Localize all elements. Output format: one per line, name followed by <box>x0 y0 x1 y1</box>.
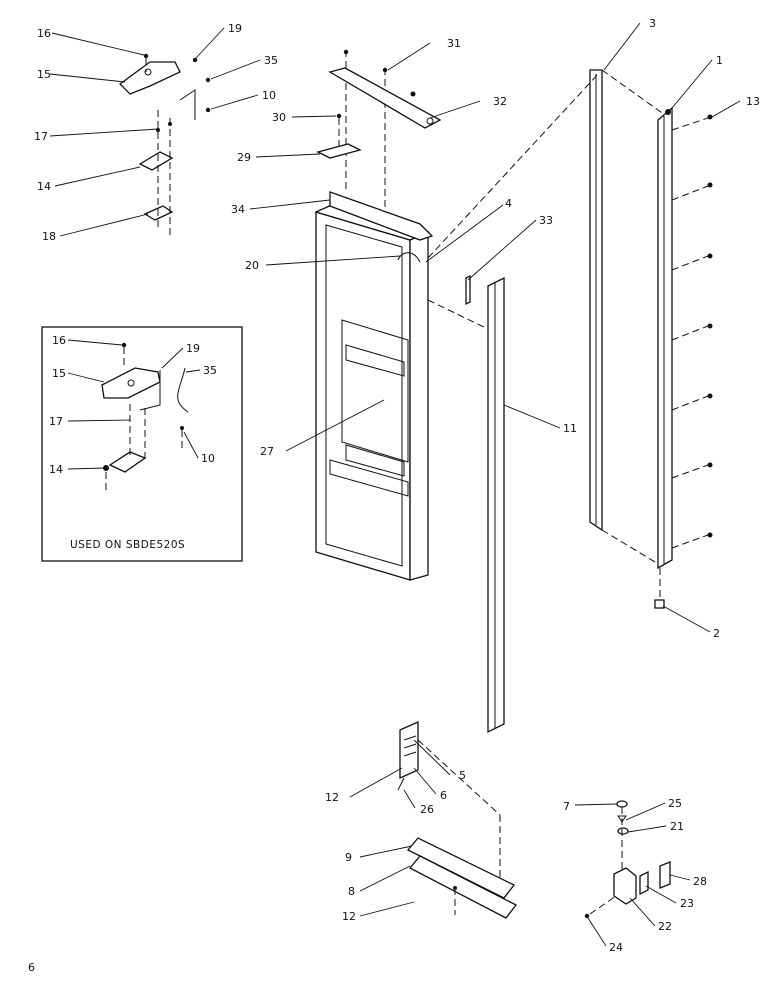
inset-callout-16: 16 <box>52 334 66 347</box>
callout-28: 28 <box>693 875 707 888</box>
inset-caption: USED ON SBDE520S <box>70 539 185 551</box>
inset-callout-35: 35 <box>203 364 217 377</box>
callout-35: 35 <box>264 54 278 67</box>
callout-11: 11 <box>563 422 577 435</box>
hinge-bracket-22 <box>613 867 637 905</box>
callout-32: 32 <box>493 95 507 108</box>
bottom-rail-lower <box>408 855 517 919</box>
shim <box>316 113 362 159</box>
inset-box <box>41 326 243 562</box>
hinge-plate <box>328 67 442 129</box>
callout-15: 15 <box>37 68 51 81</box>
bracket-23 <box>639 870 649 896</box>
callout-14: 14 <box>37 180 51 193</box>
callout-24: 24 <box>609 941 623 954</box>
right-trim-strip <box>654 106 673 609</box>
leader-lines <box>49 22 741 947</box>
door-panel <box>589 69 666 566</box>
callout-2: 2 <box>713 627 720 640</box>
page-number: 6 <box>28 961 35 974</box>
callout-19: 19 <box>228 22 242 35</box>
callout-12b: 12 <box>342 910 356 923</box>
callout-30: 30 <box>272 111 286 124</box>
callout-33: 33 <box>539 214 553 227</box>
callout-31: 31 <box>447 37 461 50</box>
inset-callout-14: 14 <box>49 463 63 476</box>
callout-6: 6 <box>440 789 447 802</box>
callout-26: 26 <box>420 803 434 816</box>
callout-13: 13 <box>746 95 760 108</box>
callout-29: 29 <box>237 151 251 164</box>
callout-labels: 16 19 15 35 10 17 14 18 30 29 34 31 32 3… <box>28 17 760 974</box>
gasket-strip <box>487 276 505 734</box>
callout-4: 4 <box>505 197 512 210</box>
screw-column-13 <box>671 114 713 549</box>
bottom-hinge-assembly <box>397 720 501 880</box>
dispenser-opening <box>329 319 409 497</box>
callout-17: 17 <box>34 130 48 143</box>
callout-23: 23 <box>680 897 694 910</box>
callout-10: 10 <box>262 89 276 102</box>
bracket-33 <box>465 274 471 306</box>
top-hinge-group <box>119 53 211 235</box>
callout-16: 16 <box>37 27 51 40</box>
inset-callout-15: 15 <box>52 367 66 380</box>
cap-plug <box>654 599 665 609</box>
callout-27: 27 <box>260 445 274 458</box>
callout-22: 22 <box>658 920 672 933</box>
callout-18: 18 <box>42 230 56 243</box>
callout-7: 7 <box>563 800 570 813</box>
callout-9: 9 <box>345 851 352 864</box>
inset-callout-17: 17 <box>49 415 63 428</box>
callout-21: 21 <box>670 820 684 833</box>
callout-20: 20 <box>245 259 259 272</box>
inset-callout-10: 10 <box>201 452 215 465</box>
callout-34: 34 <box>231 203 245 216</box>
callout-3: 3 <box>649 17 656 30</box>
callout-1: 1 <box>716 54 723 67</box>
door-liner <box>314 71 601 581</box>
cover-28 <box>659 861 671 889</box>
callout-12a: 12 <box>325 791 339 804</box>
callout-8: 8 <box>348 885 355 898</box>
callout-5: 5 <box>459 769 466 782</box>
inset-callout-19: 19 <box>186 342 200 355</box>
callout-25: 25 <box>668 797 682 810</box>
